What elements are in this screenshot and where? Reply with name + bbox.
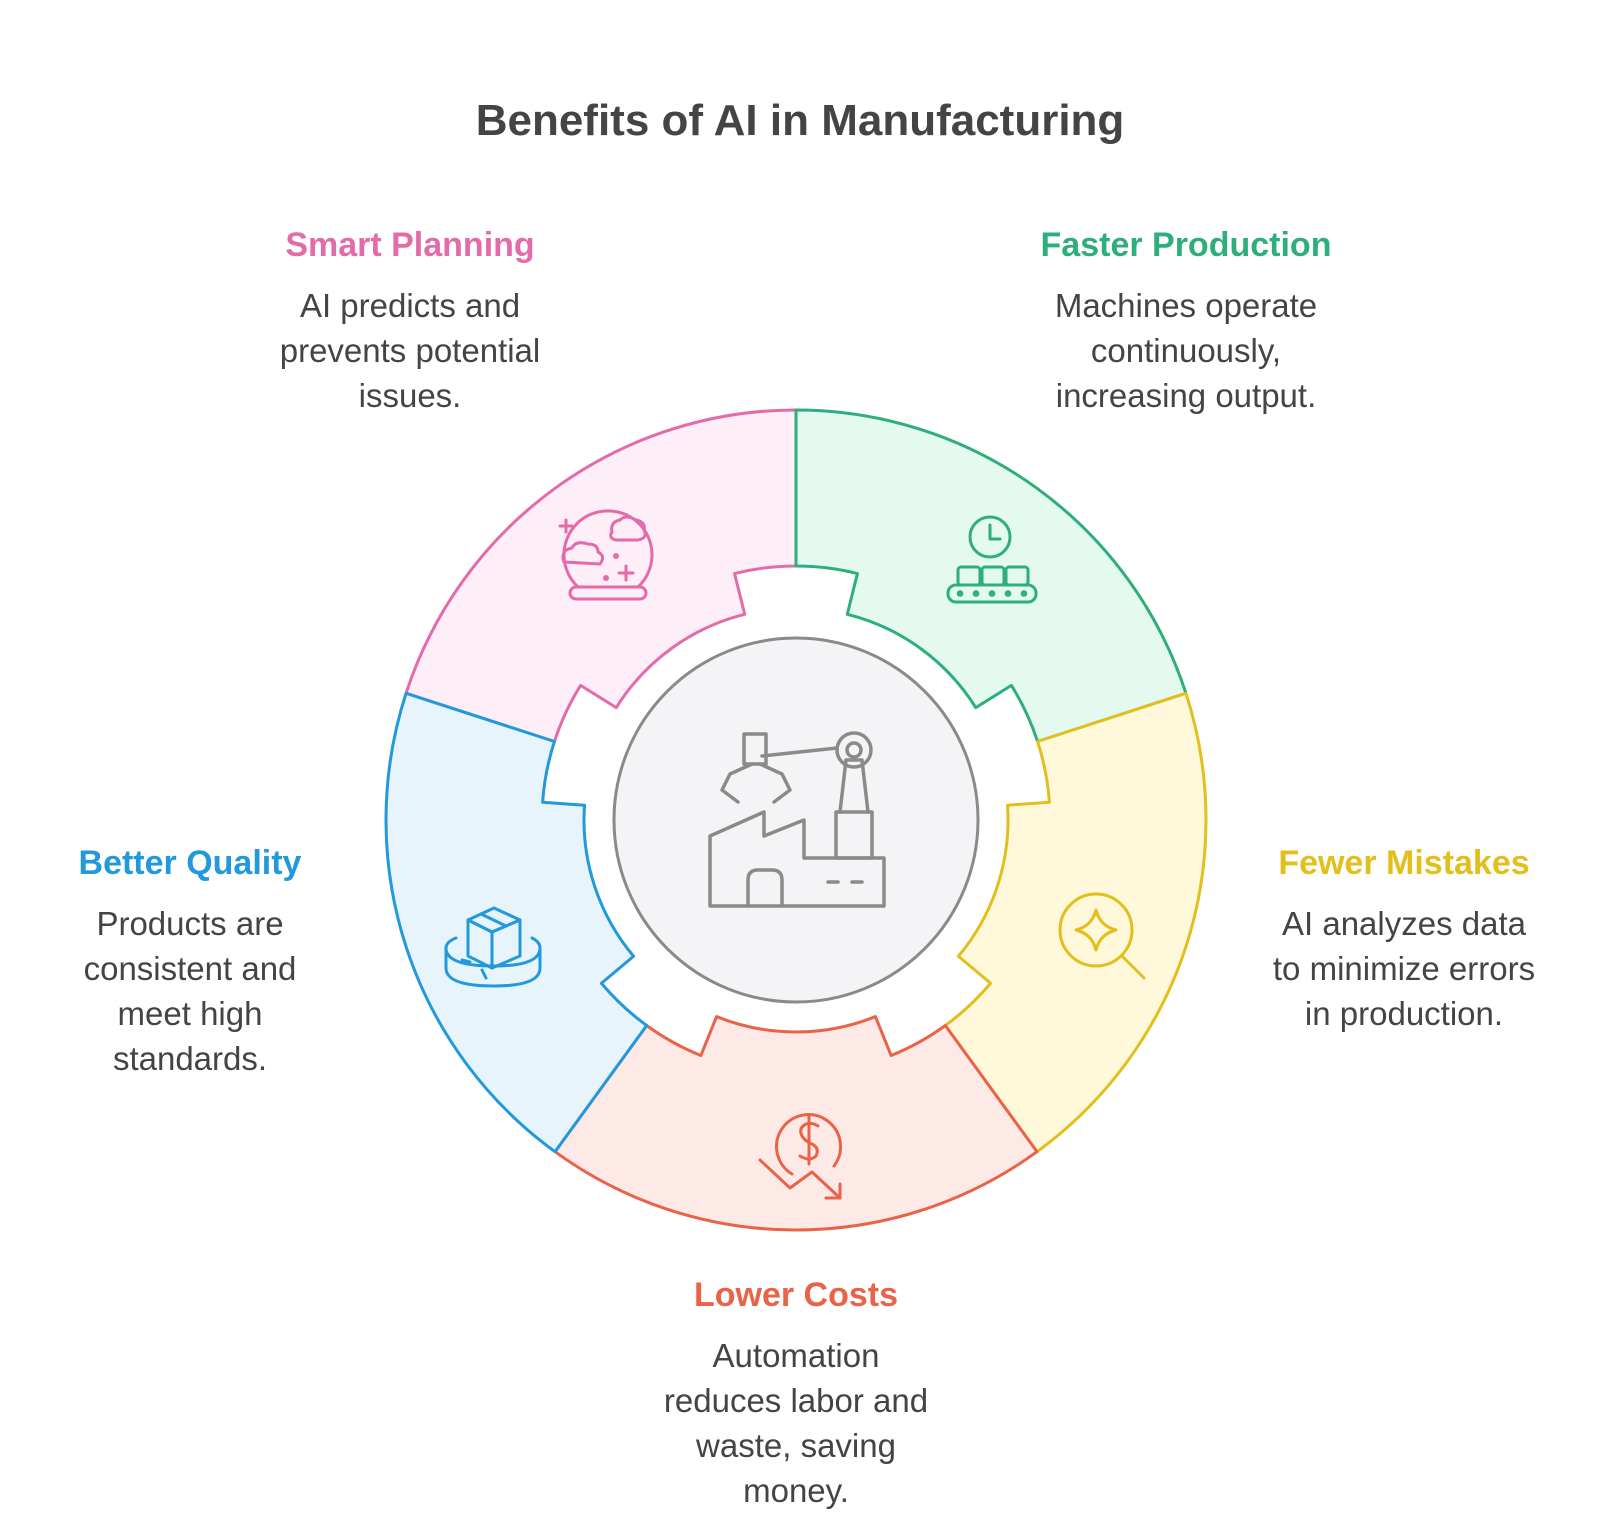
center-hub (612, 636, 980, 1004)
label-better-quality: Better Quality Products are consistent a… (20, 844, 360, 1081)
label-heading: Better Quality (78, 844, 302, 882)
label-description: AI predicts and prevents potential issue… (279, 287, 541, 414)
label-fewer-mistakes: Fewer Mistakes AI analyzes data to minim… (1214, 844, 1594, 1036)
label-lower-costs: Lower Costs Automation reduces labor and… (596, 1276, 996, 1513)
label-description: Automation reduces labor and waste, savi… (663, 1337, 929, 1509)
label-smart-planning: Smart Planning AI predicts and prevents … (210, 226, 610, 418)
label-description: Machines operate continuously, increasin… (1054, 287, 1318, 414)
label-faster-production: Faster Production Machines operate conti… (986, 226, 1386, 418)
label-heading: Fewer Mistakes (1278, 844, 1530, 882)
conveyor-clock-icon (946, 515, 1038, 604)
label-heading: Faster Production (1040, 226, 1332, 264)
factory-robot-arm-icon (708, 731, 886, 908)
label-heading: Smart Planning (285, 226, 535, 264)
crystal-ball-icon (558, 509, 654, 601)
diagram-title: Benefits of AI in Manufacturing (475, 96, 1125, 145)
label-description: Products are consistent and meet high st… (83, 905, 297, 1077)
dollar-down-arrow-icon (758, 1113, 842, 1200)
magnifier-sparkle-icon (1058, 892, 1146, 980)
label-heading: Lower Costs (693, 1276, 899, 1314)
label-description: AI analyzes data to minimize errors in p… (1272, 905, 1536, 1032)
package-platform-icon (444, 906, 542, 988)
